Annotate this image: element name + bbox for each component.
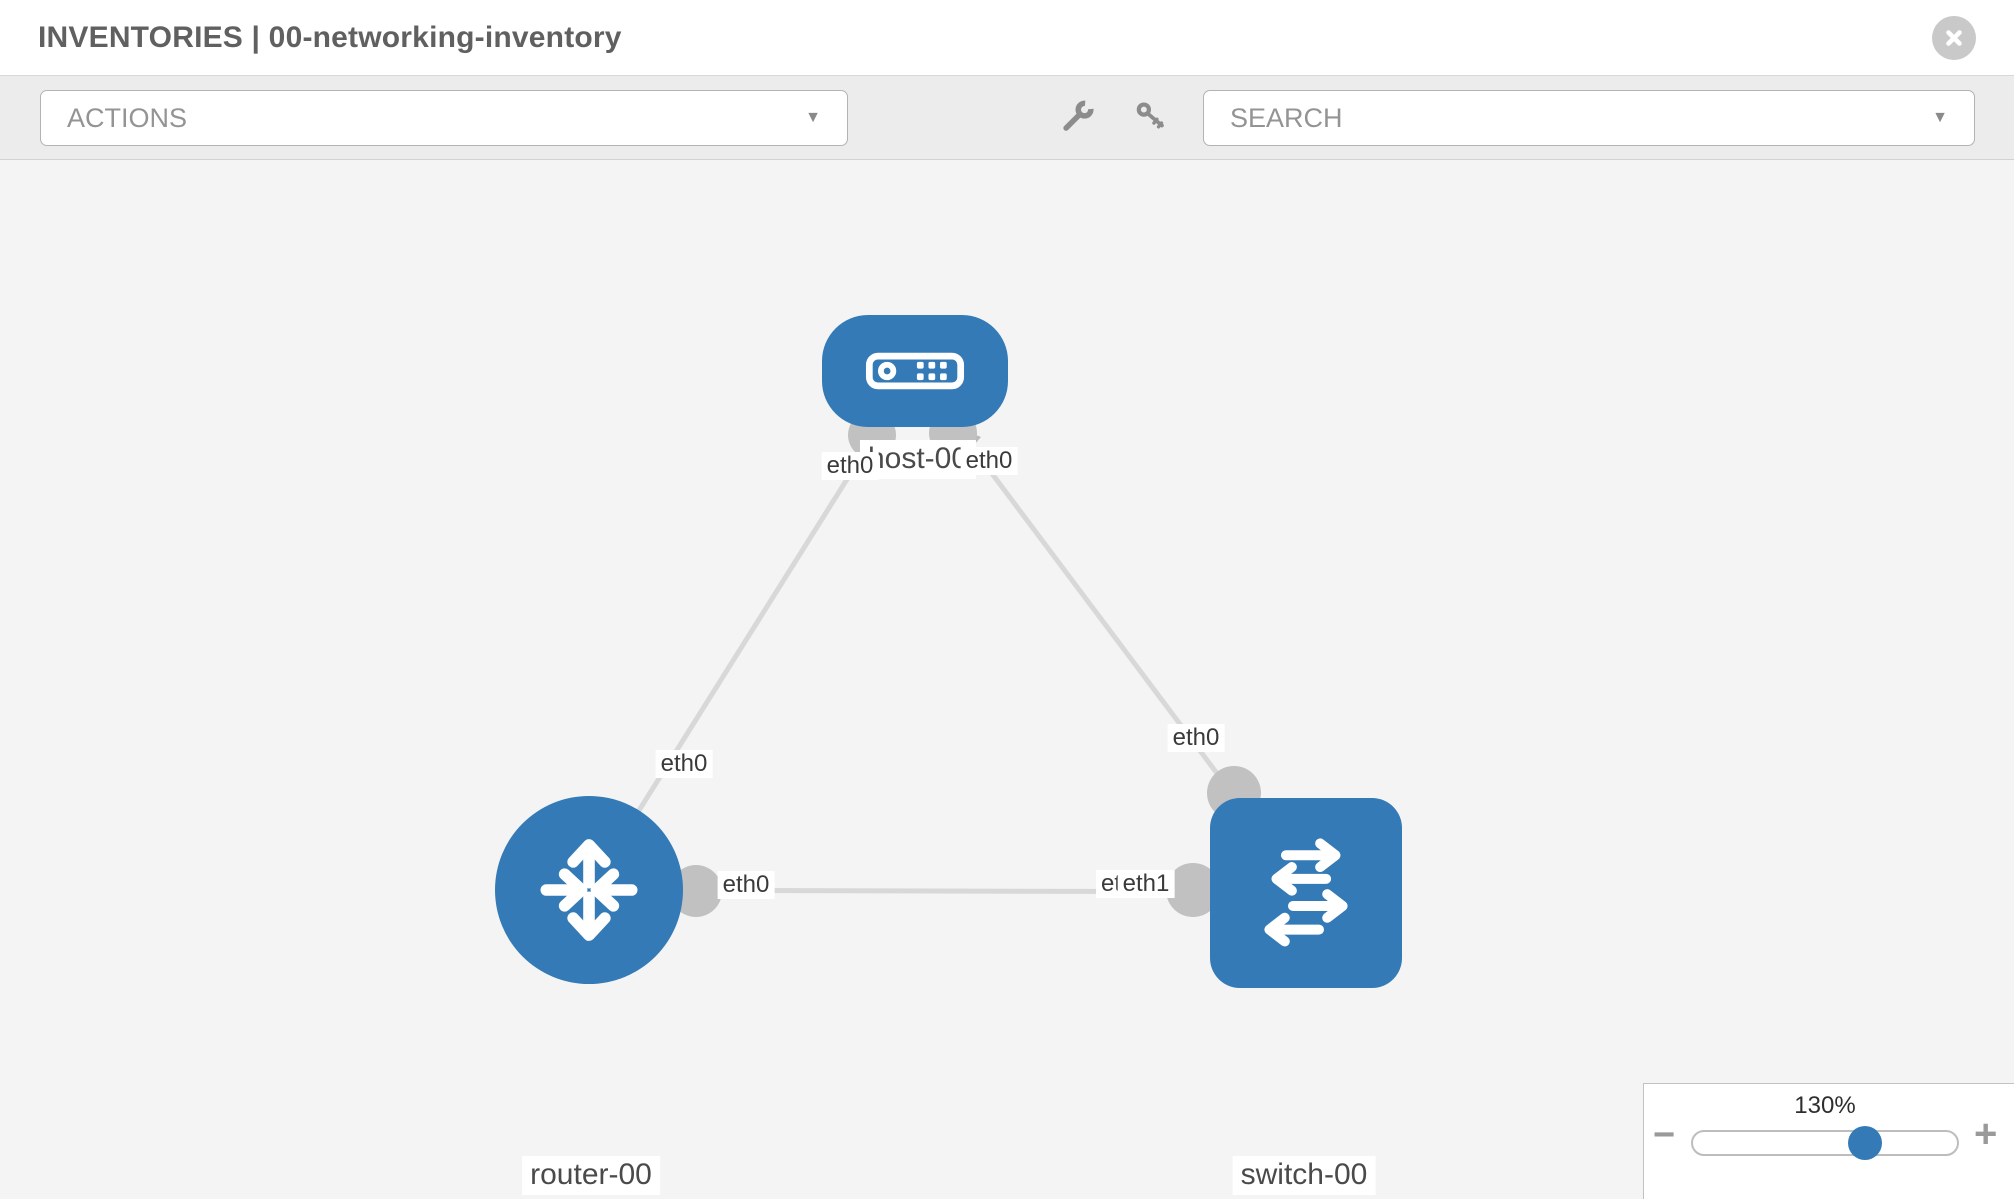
topology-canvas[interactable]: host-00 router-00 switch-00 eth0 eth0 et… — [0, 160, 2014, 1199]
chevron-down-icon: ▼ — [805, 109, 821, 126]
zoom-slider-thumb[interactable] — [1848, 1126, 1882, 1160]
search-dropdown[interactable]: SEARCH ▼ — [1203, 90, 1975, 146]
interface-label-router-switch-switch: eth1 — [1117, 870, 1175, 899]
zoom-in-button[interactable]: + — [1974, 1112, 1998, 1156]
toolbar: ACTIONS ▼ SEARCH ▼ — [0, 76, 2014, 160]
zoom-control-panel: 130% − + — [1643, 1083, 2014, 1199]
node-router-00[interactable] — [495, 796, 683, 984]
host-device-icon — [865, 351, 965, 391]
node-label-router: router-00 — [522, 1156, 660, 1195]
topology-links — [586, 369, 1308, 895]
node-label-switch: switch-00 — [1232, 1156, 1376, 1195]
interface-label-host-switch-host: eth0 — [960, 447, 1018, 476]
interface-label-router-switch-router: eth0 — [717, 871, 775, 900]
interface-label-host-switch-switch: eth0 — [1167, 724, 1225, 753]
zoom-level: 130% — [1794, 1092, 1856, 1119]
chevron-down-icon: ▼ — [1932, 109, 1948, 126]
zoom-out-button[interactable]: − — [1653, 1114, 1676, 1156]
page-title: INVENTORIES | 00-networking-inventory — [38, 20, 622, 54]
wrench-icon[interactable] — [1056, 97, 1098, 139]
router-device-icon — [528, 829, 650, 951]
actions-dropdown-label: ACTIONS — [67, 102, 188, 133]
interface-label-host-router-host: eth0 — [821, 452, 879, 481]
interface-label-host-router-router: eth0 — [655, 750, 713, 779]
zoom-slider-track[interactable] — [1691, 1130, 1959, 1156]
close-icon — [1943, 27, 1965, 49]
actions-dropdown[interactable]: ACTIONS ▼ — [40, 90, 848, 146]
toolbar-icons — [1056, 76, 1172, 160]
node-switch-00[interactable] — [1210, 798, 1402, 988]
page-header: INVENTORIES | 00-networking-inventory — [0, 0, 2014, 76]
switch-device-icon — [1247, 834, 1365, 952]
search-dropdown-label: SEARCH — [1230, 102, 1343, 133]
key-icon[interactable] — [1130, 97, 1172, 139]
close-button[interactable] — [1932, 15, 1976, 60]
node-label-host: host-00 — [859, 440, 977, 479]
node-host-00[interactable] — [822, 315, 1008, 427]
